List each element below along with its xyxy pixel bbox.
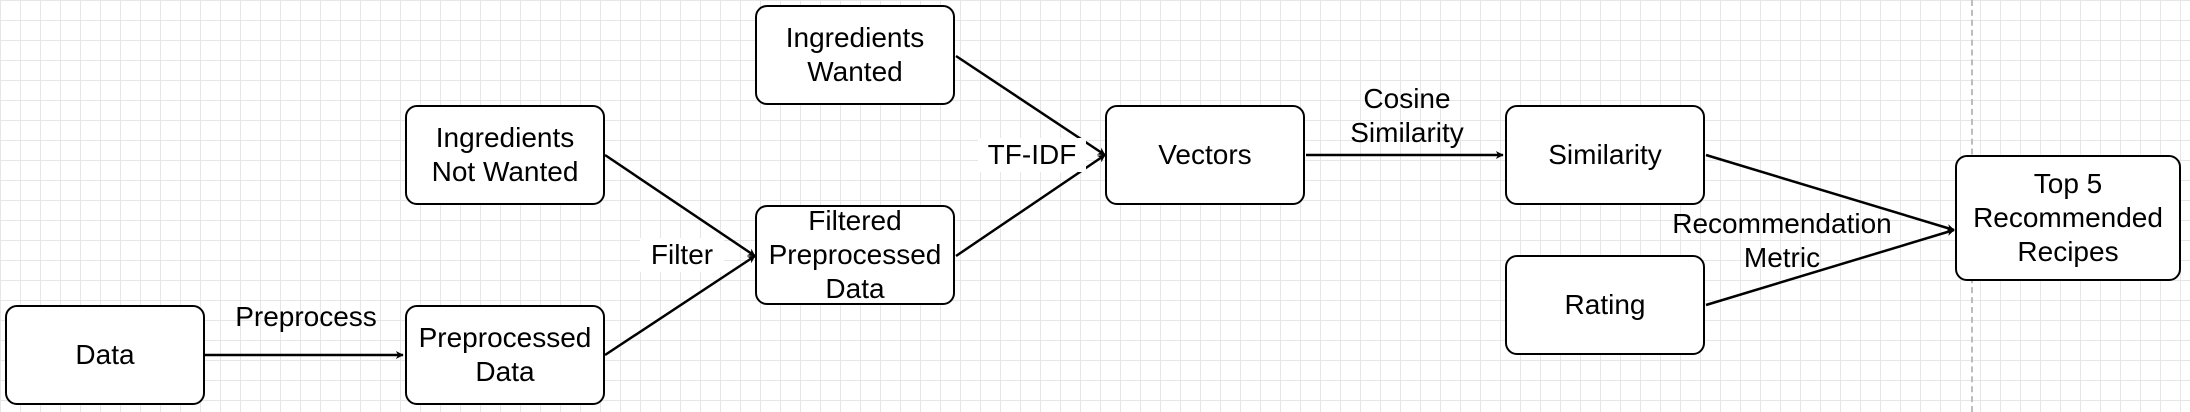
- node-rating[interactable]: Rating: [1505, 255, 1705, 355]
- node-similarity[interactable]: Similarity: [1505, 105, 1705, 205]
- edge-preprocessed-to-filtered: [604, 254, 756, 357]
- node-preprocessed-data[interactable]: Preprocessed Data: [405, 305, 605, 405]
- edge-label-preprocess: Preprocess: [235, 301, 377, 332]
- node-top5-recommended-recipes[interactable]: Top 5 Recommended Recipes: [1955, 155, 2181, 281]
- edge-label-recommendation-metric: Recommendation Metric: [1672, 208, 1892, 273]
- edge-label-filter: Filter: [640, 238, 724, 272]
- node-ingredients-not-wanted[interactable]: Ingredients Not Wanted: [405, 105, 605, 205]
- node-vectors[interactable]: Vectors: [1105, 105, 1305, 205]
- node-data[interactable]: Data: [5, 305, 205, 405]
- edge-rating-to-top5: [1705, 228, 1955, 307]
- edge-similarity-to-top5: [1705, 153, 1955, 232]
- edge-label-cosine-similarity: Cosine Similarity: [1350, 83, 1464, 148]
- node-ingredients-wanted[interactable]: Ingredients Wanted: [755, 5, 955, 105]
- edge-not-wanted-to-filtered: [604, 153, 756, 258]
- edge-label-tfidf: TF-IDF: [978, 138, 1086, 172]
- node-filtered-preprocessed-data[interactable]: Filtered Preprocessed Data: [755, 205, 955, 305]
